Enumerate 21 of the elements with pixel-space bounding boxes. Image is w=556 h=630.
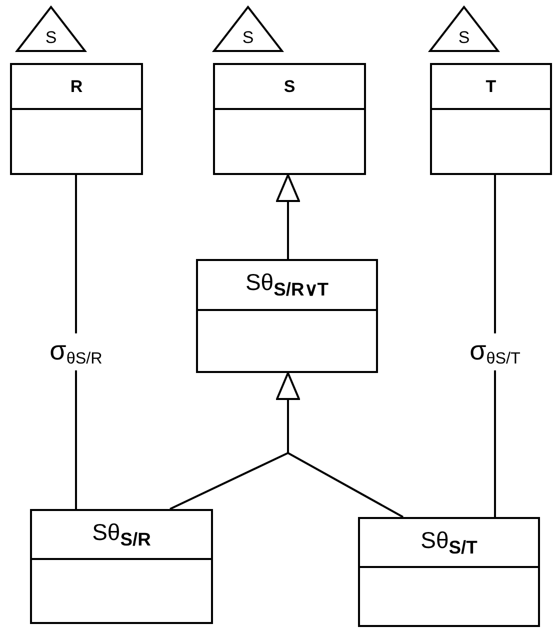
stereotype-label: S [242, 29, 254, 46]
class-box [196, 259, 378, 373]
class-box [30, 509, 213, 624]
class-name: R [70, 76, 83, 96]
association-line [494, 175, 496, 517]
edge-label: σ$_{θS/R}$ [50, 333, 102, 371]
class-box [430, 63, 552, 175]
class-name: Sθ$_{S/R}$ [92, 518, 151, 550]
class-box [213, 63, 366, 175]
generalization-arrow [276, 174, 300, 259]
class-name: Sθ$_{S/T}$ [420, 526, 478, 558]
stereotype-label: S [458, 29, 470, 46]
association-line [75, 175, 77, 509]
generalization-arrow [169, 372, 404, 518]
stereotype-label: S [45, 29, 57, 46]
class-name: Sθ$_{S/R∨T}$ [245, 269, 329, 301]
class-box [358, 517, 540, 627]
edge-label: σ$_{θS/T}$ [470, 333, 520, 371]
class-name: T [486, 76, 496, 96]
class-box [10, 63, 143, 175]
class-name: S [284, 76, 296, 96]
